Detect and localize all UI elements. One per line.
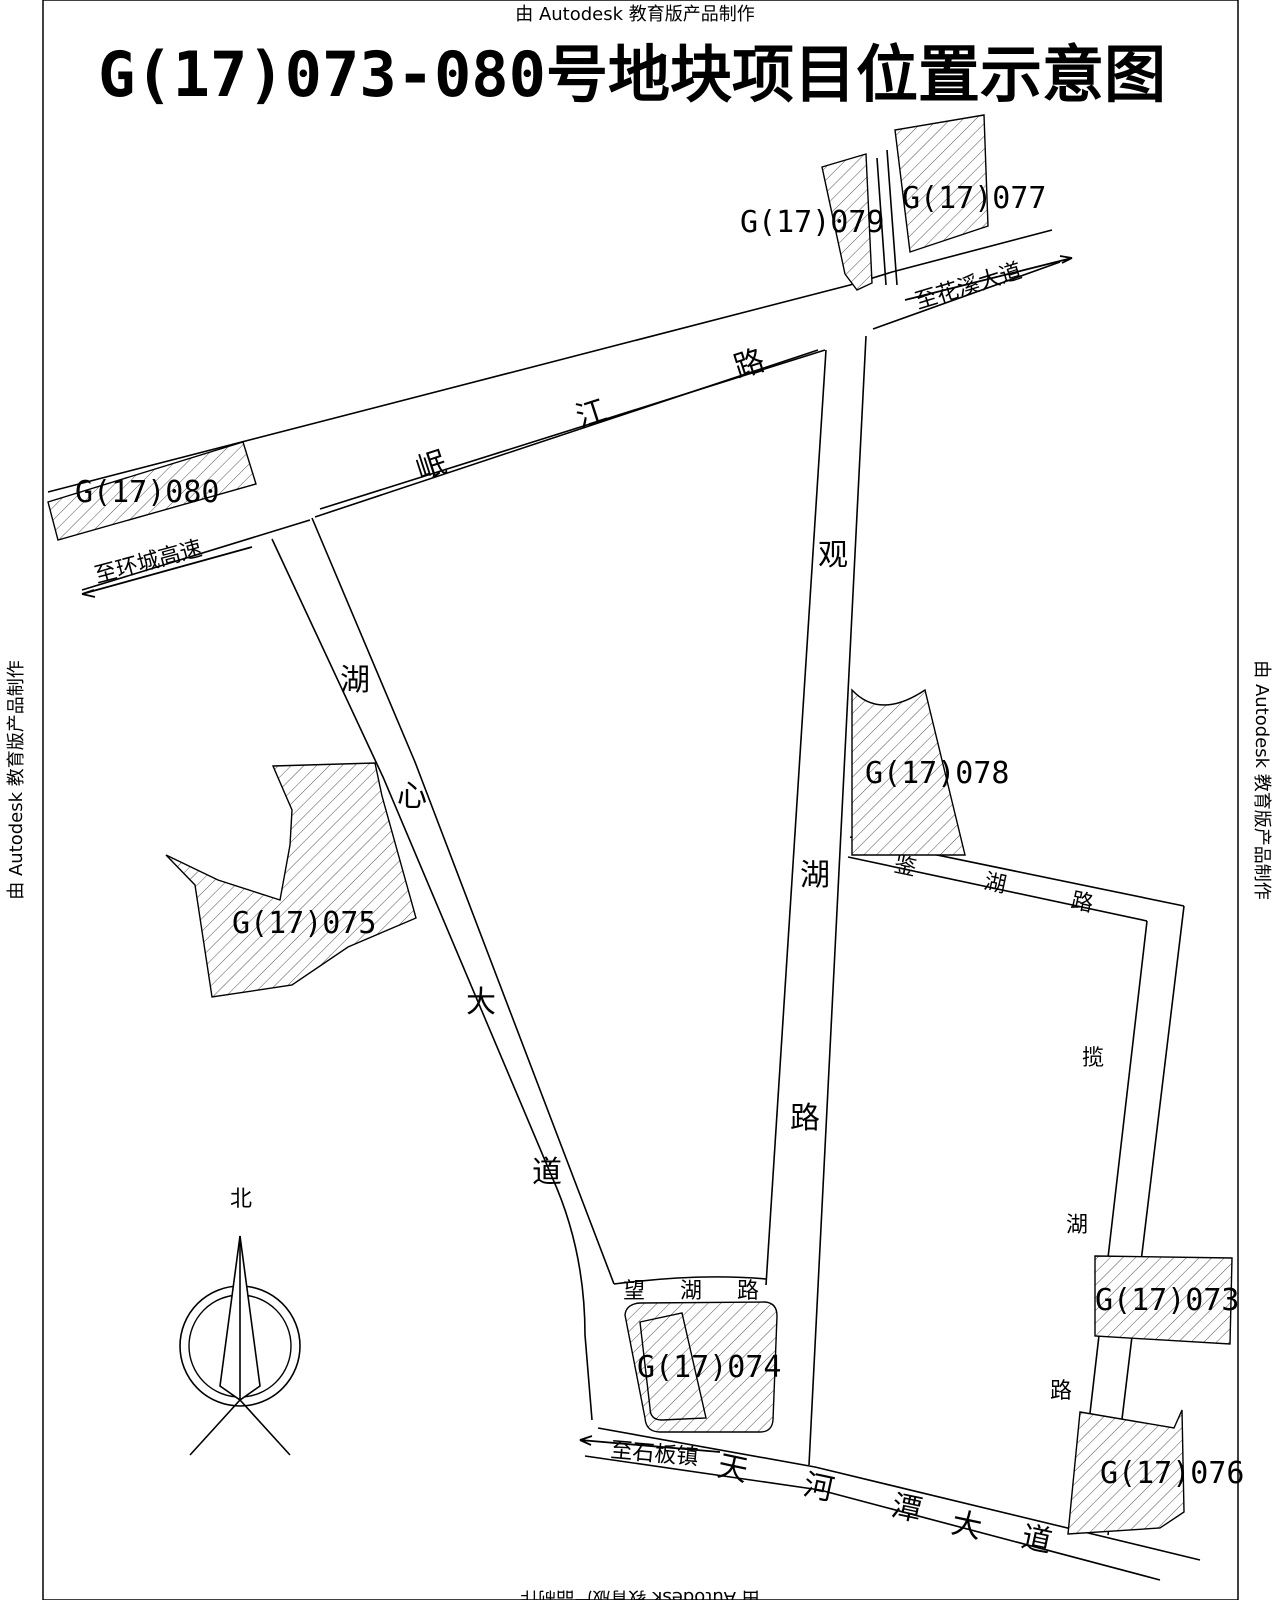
parcel-label-075: G(17)075 — [232, 906, 377, 941]
label-tianhetan-1: 天 — [714, 1449, 751, 1489]
parcel-075[interactable] — [165, 762, 417, 998]
label-wanghu-3: 路 — [737, 1279, 759, 1304]
label-wanghu-2: 湖 — [680, 1279, 702, 1304]
parcel-label-078: G(17)078 — [865, 756, 1010, 791]
road-minor-north — [876, 157, 887, 286]
label-tianhetan-3: 潭 — [888, 1489, 925, 1529]
parcel-076[interactable] — [1067, 1409, 1185, 1535]
parcel-077[interactable] — [894, 114, 989, 253]
watermark-top: 由 Autodesk 教育版产品制作 — [515, 4, 755, 25]
road-minjiang-north-edge — [47, 229, 1053, 493]
label-tianhetan-5: 道 — [1018, 1520, 1055, 1560]
label-lanhu-3: 路 — [1050, 1379, 1072, 1404]
road-tianhetan-south-edge — [584, 1455, 1161, 1581]
road-huxin-east-edge — [311, 517, 615, 1285]
road-guanhu-east-edge — [808, 335, 867, 1466]
arrow-to-huaxi — [904, 255, 1073, 301]
north-label: 北 — [230, 1187, 252, 1212]
arrow-to-shiban — [579, 1435, 721, 1453]
label-guanhu-3: 路 — [790, 1101, 820, 1136]
road-jianhu-south-edge — [847, 856, 1148, 922]
label-wanghu-1: 望 — [623, 1279, 645, 1304]
road-network — [47, 149, 1201, 1581]
parcel-074-inner — [639, 1312, 707, 1421]
parcel-073[interactable] — [1094, 1255, 1233, 1345]
label-lanhu-1: 揽 — [1082, 1046, 1104, 1071]
north-arrow: 北 — [179, 1187, 301, 1456]
label-huxin-3: 大 — [466, 985, 496, 1020]
label-to-ring: 至环城高速 — [92, 536, 205, 589]
label-huxin-1: 湖 — [340, 663, 370, 698]
parcel-label-074: G(17)074 — [637, 1350, 782, 1385]
label-minjiang-1: 岷 — [412, 445, 451, 488]
parcel-079[interactable] — [821, 153, 873, 291]
parcel-label-073: G(17)073 — [1095, 1283, 1240, 1318]
road-guanhu-west-edge — [765, 349, 827, 1286]
road-huxin-west-edge — [271, 538, 593, 1421]
parcel-label-080: G(17)080 — [75, 475, 220, 510]
block-edge — [314, 349, 819, 518]
parcel-label-077: G(17)077 — [902, 181, 1047, 216]
label-minjiang-3: 路 — [730, 343, 769, 386]
label-jianhu-2: 湖 — [982, 869, 1009, 898]
road-wanghu-north-edge — [613, 1276, 767, 1285]
parcel-080[interactable] — [47, 441, 257, 541]
label-to-shiban: 至石板镇 — [609, 1438, 699, 1471]
road-labels: 岷 江 路 湖 心 大 道 观 湖 路 鉴 湖 路 揽 湖 路 望 湖 路 天 … — [340, 343, 1104, 1560]
label-guanhu-1: 观 — [818, 538, 848, 573]
parcel-078[interactable] — [851, 688, 966, 856]
parcels — [47, 114, 1233, 1535]
direction-arrows — [81, 255, 1073, 1453]
label-jianhu-3: 路 — [1069, 888, 1096, 917]
watermark-right: 由 Autodesk 教育版产品制作 — [1251, 660, 1272, 900]
label-tianhetan-2: 河 — [800, 1468, 837, 1508]
compass-needle-axis — [189, 1236, 291, 1456]
map-title: G(17)073-080号地块项目位置示意图 — [98, 38, 1166, 111]
label-lanhu-2: 湖 — [1066, 1213, 1088, 1238]
label-to-huaxi: 至花溪大道 — [912, 259, 1025, 315]
label-huxin-2: 心 — [397, 779, 427, 814]
arrow-to-ring — [81, 546, 253, 598]
label-huxin-4: 道 — [532, 1155, 562, 1190]
label-guanhu-2: 湖 — [800, 858, 830, 893]
road-minjiang-south-edge — [81, 261, 1061, 591]
road-minor-north-2 — [886, 149, 898, 286]
map-border — [42, 0, 1239, 1600]
parcel-label-076: G(17)076 — [1100, 1456, 1245, 1491]
watermark-bottom: 由 Autodesk 教育版产品制作 — [520, 1587, 760, 1600]
watermark-left: 由 Autodesk 教育版产品制作 — [6, 660, 27, 900]
parcel-labels: G(17)080 G(17)079 G(17)077 G(17)078 G(17… — [75, 181, 1245, 1491]
parcel-label-079: G(17)079 — [740, 205, 885, 240]
label-jianhu-1: 鉴 — [892, 852, 919, 881]
label-tianhetan-4: 大 — [948, 1506, 985, 1546]
